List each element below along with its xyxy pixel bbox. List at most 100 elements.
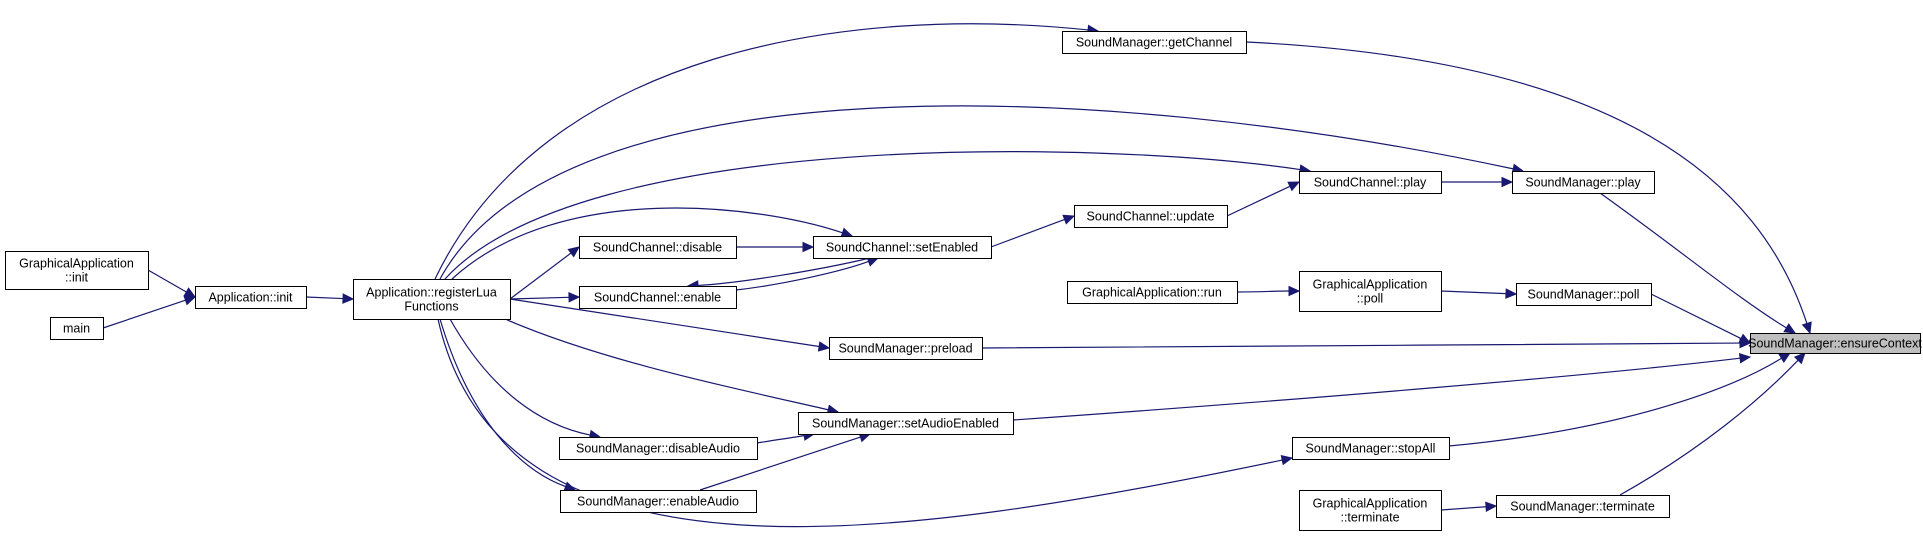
node-label: ::terminate: [1340, 511, 1399, 525]
node-box: [353, 279, 511, 320]
edge-scUpdate-to-scPlay: [1226, 185, 1291, 217]
node-scEnable[interactable]: SoundChannel::enable: [579, 286, 737, 309]
node-box: [798, 412, 1014, 435]
edge-scDisable-to-scSetEnabled-arrowhead: [802, 241, 815, 253]
node-label: SoundChannel::enable: [594, 291, 721, 305]
node-label: main: [63, 322, 90, 336]
edge-gaTerminate-to-smTerminate: [1440, 506, 1487, 511]
node-smPoll[interactable]: SoundManager::poll: [1516, 283, 1652, 306]
node-label: SoundChannel::disable: [593, 241, 722, 255]
node-scSetEnabled[interactable]: SoundChannel::setEnabled: [813, 236, 992, 259]
edge-getChannel-to-ensureContext-arrowhead: [1801, 321, 1812, 335]
node-label: SoundManager::preload: [838, 342, 972, 356]
node-label: SoundManager::ensureContext: [1748, 337, 1922, 351]
node-box: [1067, 281, 1238, 304]
node-label: SoundManager::stopAll: [1306, 442, 1436, 456]
node-scPlay[interactable]: SoundChannel::play: [1299, 171, 1442, 194]
node-box: [50, 317, 104, 340]
edges-layer: [102, 23, 1812, 528]
edge-scEnable-to-scSetEnabled: [735, 260, 869, 291]
edge-registerLua-to-scEnable: [509, 296, 570, 300]
edge-smStopAll-to-ensureContext-arrowhead: [1778, 352, 1792, 363]
node-box: [1299, 271, 1442, 312]
node-gaRun[interactable]: GraphicalApplication::run: [1067, 281, 1238, 304]
node-label: SoundChannel::update: [1087, 210, 1215, 224]
node-label: SoundManager::play: [1525, 176, 1641, 190]
edge-registerLua-to-smStopAll: [437, 318, 1283, 528]
node-box: [1074, 205, 1228, 228]
edge-smTerminate-to-ensureContext: [1619, 359, 1799, 496]
node-getChannel[interactable]: SoundManager::getChannel: [1062, 31, 1247, 54]
node-box: [813, 236, 992, 259]
node-box: [1496, 495, 1670, 518]
node-box: [1516, 283, 1652, 306]
node-label: SoundManager::getChannel: [1076, 36, 1232, 50]
node-label: SoundManager::terminate: [1510, 500, 1655, 514]
node-smPlay[interactable]: SoundManager::play: [1512, 171, 1655, 194]
node-appInit[interactable]: Application::init: [195, 286, 307, 309]
edge-registerLua-to-scDisable-arrowhead: [567, 246, 580, 258]
node-ensureContext[interactable]: SoundManager::ensureContext: [1748, 333, 1922, 354]
edge-smPlay-to-ensureContext-arrowhead: [1783, 323, 1797, 334]
edge-smPoll-to-ensureContext: [1650, 293, 1742, 340]
node-label: Functions: [404, 300, 458, 314]
edge-gaRun-to-gaPoll-arrowhead: [1288, 285, 1301, 297]
node-scUpdate[interactable]: SoundChannel::update: [1074, 205, 1228, 228]
edge-scPlay-to-smPlay-arrowhead: [1501, 176, 1514, 188]
edge-gaRun-to-gaPoll: [1236, 290, 1290, 293]
node-gaPoll[interactable]: GraphicalApplication::poll: [1299, 271, 1442, 312]
node-main[interactable]: main: [50, 317, 104, 340]
node-smDisableAudio[interactable]: SoundManager::disableAudio: [559, 437, 758, 460]
node-box: [195, 286, 307, 309]
edge-registerLua-to-smStopAll-arrowhead: [1280, 454, 1294, 466]
node-box: [5, 251, 149, 290]
edge-registerLua-to-scEnable-arrowhead: [568, 292, 581, 303]
edge-registerLua-to-scDisable: [509, 252, 572, 300]
node-box: [559, 437, 758, 460]
edge-smDisableAudio-to-smSetAudioEnabled: [756, 435, 805, 444]
edge-gaPoll-to-smPoll-arrowhead: [1505, 288, 1518, 299]
edge-smEnableAudio-to-smSetAudioEnabled: [699, 436, 861, 491]
node-box: [1292, 437, 1450, 460]
nodes-layer: SoundManager::ensureContextSoundManager:…: [5, 31, 1922, 531]
edge-scSetEnabled-to-scEnable: [697, 257, 871, 287]
edge-scSetEnabled-to-scUpdate: [990, 218, 1065, 248]
node-box: [1062, 31, 1247, 54]
node-box: [579, 236, 737, 259]
edge-registerLua-to-smEnableAudio: [439, 318, 566, 488]
node-label: SoundChannel::play: [1314, 176, 1427, 190]
edge-smStopAll-to-ensureContext: [1448, 357, 1782, 447]
node-smPreload[interactable]: SoundManager::preload: [829, 337, 983, 360]
node-label: ::init: [65, 271, 88, 285]
node-gaTerminate[interactable]: GraphicalApplication::terminate: [1299, 490, 1442, 531]
node-box: [1512, 171, 1655, 194]
edge-getChannel-to-ensureContext: [1245, 41, 1808, 324]
node-label: GraphicalApplication: [1313, 497, 1428, 511]
node-smSetAudioEnabled[interactable]: SoundManager::setAudioEnabled: [798, 412, 1014, 435]
node-box: [1750, 333, 1921, 354]
edge-registerLua-to-scSetEnabled: [451, 207, 843, 280]
node-smStopAll[interactable]: SoundManager::stopAll: [1292, 437, 1450, 460]
node-box: [560, 490, 757, 513]
node-label: SoundManager::disableAudio: [576, 442, 740, 456]
node-label: SoundManager::poll: [1528, 288, 1640, 302]
node-label: SoundManager::setAudioEnabled: [812, 417, 999, 431]
node-label: GraphicalApplication: [19, 257, 134, 271]
node-label: Application::init: [208, 291, 293, 305]
node-label: SoundManager::enableAudio: [577, 495, 739, 509]
edge-gaTerminate-to-smTerminate-arrowhead: [1485, 501, 1498, 513]
edge-registerLua-to-getChannel: [434, 23, 1089, 280]
edge-registerLua-to-scPlay: [444, 151, 1301, 280]
node-smTerminate[interactable]: SoundManager::terminate: [1496, 495, 1670, 518]
edge-registerLua-to-smPreload-arrowhead: [817, 341, 831, 352]
node-label: GraphicalApplication: [1313, 278, 1428, 292]
node-box: [579, 286, 737, 309]
edge-appInit-to-registerLua-arrowhead: [342, 293, 355, 304]
node-scDisable[interactable]: SoundChannel::disable: [579, 236, 737, 259]
node-smEnableAudio[interactable]: SoundManager::enableAudio: [560, 490, 757, 513]
node-gaInit[interactable]: GraphicalApplication::init: [5, 251, 149, 290]
node-box: [1299, 171, 1442, 194]
node-label: Application::registerLua: [366, 286, 497, 300]
